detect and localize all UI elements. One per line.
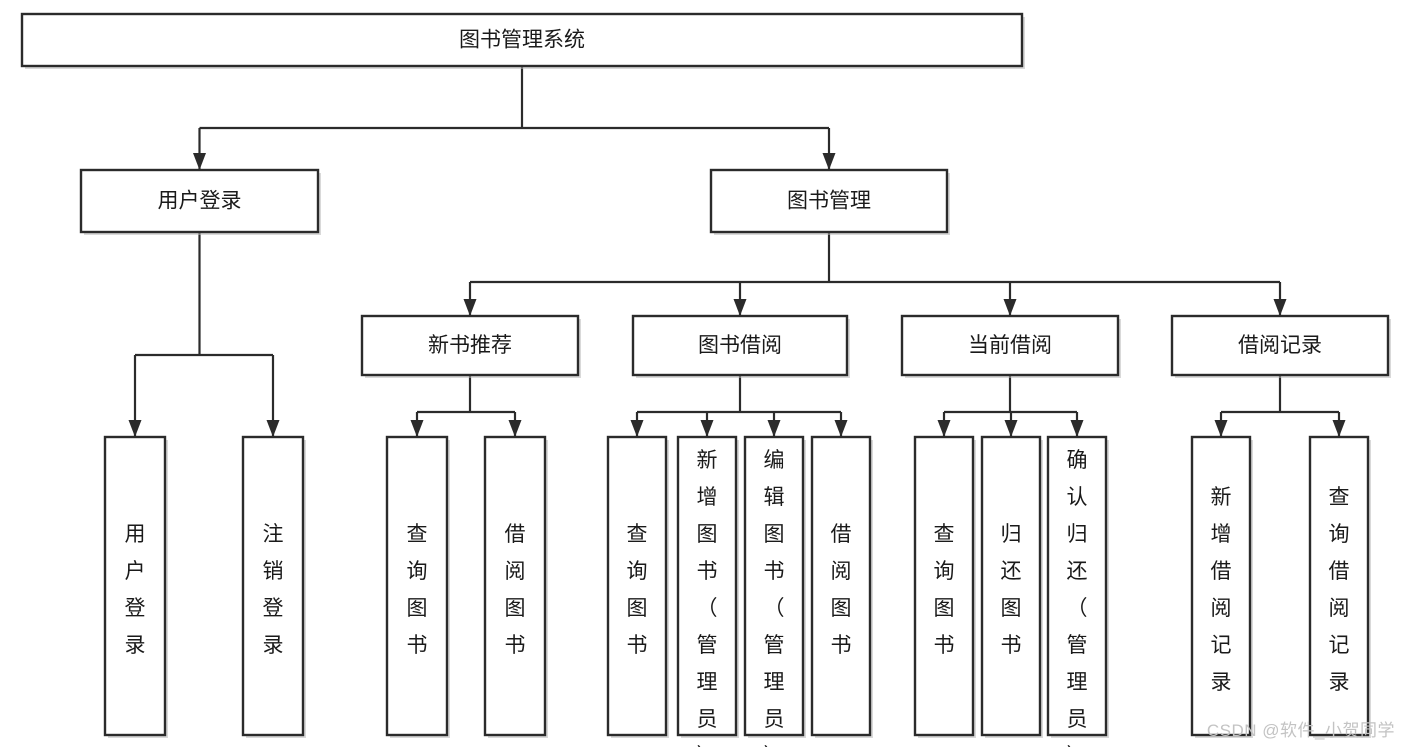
node-label: 确认归还（管理员）	[1067, 449, 1088, 747]
node-box[interactable]	[385, 435, 449, 737]
nodes-layer: 图书管理系统用户登录图书管理新书推荐图书借阅当前借阅借阅记录用户登录注销登录查询…	[20, 12, 1391, 747]
edge-arrowhead	[128, 420, 142, 437]
edge-group-borrow_record	[1214, 375, 1346, 437]
node-current_borrow[interactable]: 当前借阅	[900, 314, 1121, 378]
edge-arrowhead	[508, 420, 522, 437]
node-borrow_record[interactable]: 借阅记录	[1170, 314, 1391, 378]
edge-arrowhead	[767, 420, 781, 437]
edge-arrowhead	[834, 420, 848, 437]
node-box[interactable]	[980, 435, 1042, 737]
node-label: 查询图书	[934, 523, 955, 657]
edge-arrowhead	[266, 420, 280, 437]
node-label: 借阅图书	[505, 523, 526, 657]
node-box[interactable]	[79, 168, 320, 234]
node-root[interactable]: 图书管理系统	[20, 12, 1025, 69]
node-book_mgmt[interactable]: 图书管理	[709, 168, 950, 235]
edge-arrowhead	[630, 420, 644, 437]
node-label: 查询借阅记录	[1329, 486, 1350, 694]
node-label: 新增图书（管理员）	[697, 449, 718, 747]
node-leaf_return_book[interactable]: 归还图书	[980, 435, 1043, 738]
node-label: 当前借阅	[968, 334, 1052, 357]
node-box[interactable]	[743, 435, 805, 737]
edge-group-book_borrow	[630, 375, 848, 437]
node-box[interactable]	[606, 435, 668, 737]
node-box[interactable]	[1170, 314, 1390, 377]
node-box[interactable]	[709, 168, 949, 234]
node-leaf_query_book_1[interactable]: 查询图书	[385, 435, 450, 738]
node-book_borrow[interactable]: 图书借阅	[631, 314, 850, 378]
node-label: 查询图书	[407, 523, 428, 657]
edge-arrowhead	[1332, 420, 1346, 437]
node-box[interactable]	[241, 435, 305, 737]
edge-group-user_login	[128, 232, 280, 437]
edges-layer	[128, 66, 1346, 437]
edge-arrowhead	[1273, 299, 1287, 316]
node-new_book_rec[interactable]: 新书推荐	[360, 314, 581, 378]
node-box[interactable]	[1190, 435, 1252, 737]
edge-arrowhead	[463, 299, 477, 316]
node-label: 图书管理系统	[459, 29, 585, 52]
node-box[interactable]	[913, 435, 975, 737]
node-label: 用户登录	[158, 190, 242, 213]
edge-arrowhead	[937, 420, 951, 437]
edge-arrowhead	[1004, 420, 1018, 437]
node-box[interactable]	[631, 314, 849, 377]
node-box[interactable]	[810, 435, 872, 737]
node-label: 图书管理	[787, 190, 871, 213]
node-box[interactable]	[1308, 435, 1370, 737]
node-leaf_add_record[interactable]: 新增借阅记录	[1190, 435, 1253, 738]
edge-arrowhead	[410, 420, 424, 437]
node-box[interactable]	[676, 435, 738, 737]
node-leaf_borrow_book_1[interactable]: 借阅图书	[483, 435, 548, 738]
node-box[interactable]	[20, 12, 1024, 68]
node-box[interactable]	[360, 314, 580, 377]
node-box[interactable]	[483, 435, 547, 737]
node-leaf_confirm_return[interactable]: 确认归还（管理员）	[1046, 435, 1109, 747]
node-label: 归还图书	[1001, 523, 1022, 657]
edge-arrowhead	[193, 153, 206, 170]
node-leaf_query_record[interactable]: 查询借阅记录	[1308, 435, 1371, 738]
edge-arrowhead	[1214, 420, 1228, 437]
node-leaf_query_book_2[interactable]: 查询图书	[606, 435, 669, 738]
node-label: 注销登录	[263, 523, 284, 657]
node-label: 借阅记录	[1238, 334, 1322, 357]
node-leaf_borrow_book_2[interactable]: 借阅图书	[810, 435, 873, 738]
node-label: 新书推荐	[428, 334, 512, 357]
node-box[interactable]	[900, 314, 1120, 377]
node-label: 用户登录	[125, 523, 146, 657]
node-leaf_user_login[interactable]: 用户登录	[103, 435, 168, 738]
edge-arrowhead	[1003, 299, 1017, 316]
node-user_login[interactable]: 用户登录	[79, 168, 321, 235]
node-label: 借阅图书	[831, 523, 852, 657]
edge-group-root	[193, 66, 836, 170]
node-leaf_add_book[interactable]: 新增图书（管理员）	[676, 435, 739, 747]
edge-arrowhead	[733, 299, 747, 316]
edge-group-new_book_rec	[410, 375, 522, 437]
node-box[interactable]	[103, 435, 167, 737]
edge-group-book_mgmt	[463, 232, 1287, 316]
node-label: 查询图书	[627, 523, 648, 657]
edge-arrowhead	[822, 153, 836, 170]
node-leaf_query_book_3[interactable]: 查询图书	[913, 435, 976, 738]
node-leaf_edit_book[interactable]: 编辑图书（管理员）	[743, 435, 806, 747]
node-label: 新增借阅记录	[1211, 486, 1232, 694]
node-label: 图书借阅	[698, 334, 782, 357]
node-label: 编辑图书（管理员）	[764, 449, 785, 747]
edge-group-current_borrow	[937, 375, 1084, 437]
node-leaf_logout[interactable]: 注销登录	[241, 435, 306, 738]
node-box[interactable]	[1046, 435, 1108, 737]
edge-arrowhead	[1070, 420, 1084, 437]
edge-arrowhead	[700, 420, 714, 437]
